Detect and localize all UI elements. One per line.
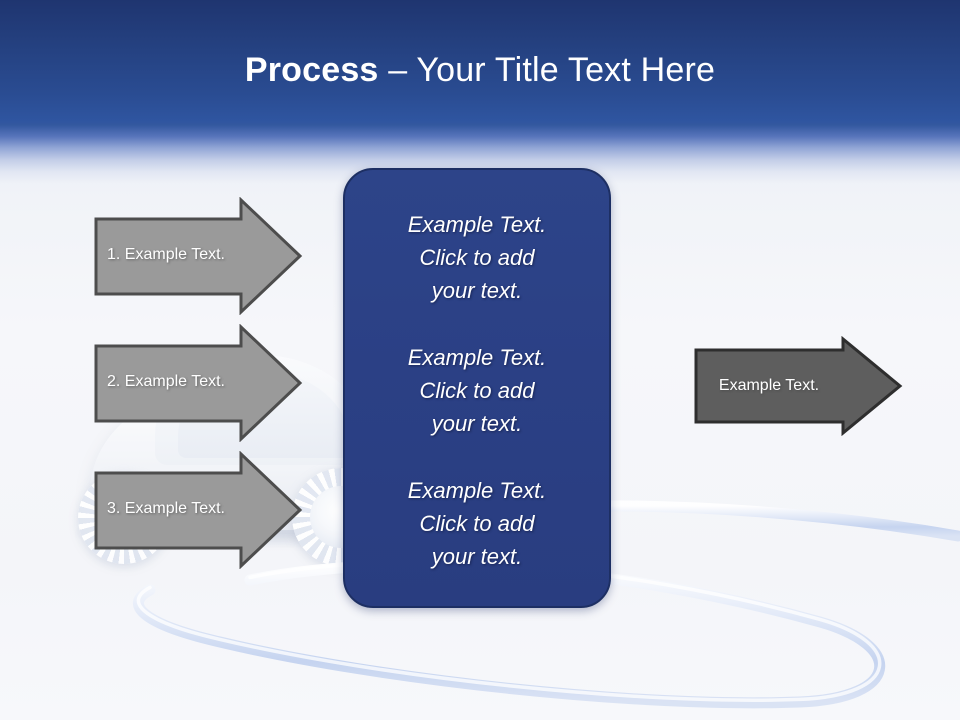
arrow-shape [94,197,303,315]
process-detail-box[interactable]: Example Text. Click to add your text. Ex… [343,168,611,608]
arrow-shape [94,324,303,442]
arrow-shape [94,451,303,569]
process-step-arrow-3[interactable]: 3. Example Text. [93,451,303,569]
process-step-arrow-2[interactable]: 2. Example Text. [93,324,303,442]
process-detail-paragraph-1: Example Text. Click to add your text. [407,212,547,303]
process-step-arrow-1[interactable]: 1. Example Text. [93,197,303,315]
process-result-arrow-label: Example Text. [718,377,820,394]
arrow-shape [694,336,903,436]
page-title-strong: Process [244,51,379,89]
process-step-arrow-1-label: 1. Example Text. [107,246,225,263]
title-banner [0,0,960,195]
process-step-arrow-2-label: 2. Example Text. [107,373,225,390]
process-step-arrow-3-label: 3. Example Text. [107,500,225,517]
process-result-arrow[interactable]: Example Text. [693,336,903,436]
process-detail-paragraph-3: Example Text. Click to add your text. [407,478,547,569]
page-title-rest: – Your Title Text Here [378,51,716,89]
process-detail-paragraph-2: Example Text. Click to add your text. [407,345,547,436]
page-title: Process – Your Title Text Here [0,48,960,92]
